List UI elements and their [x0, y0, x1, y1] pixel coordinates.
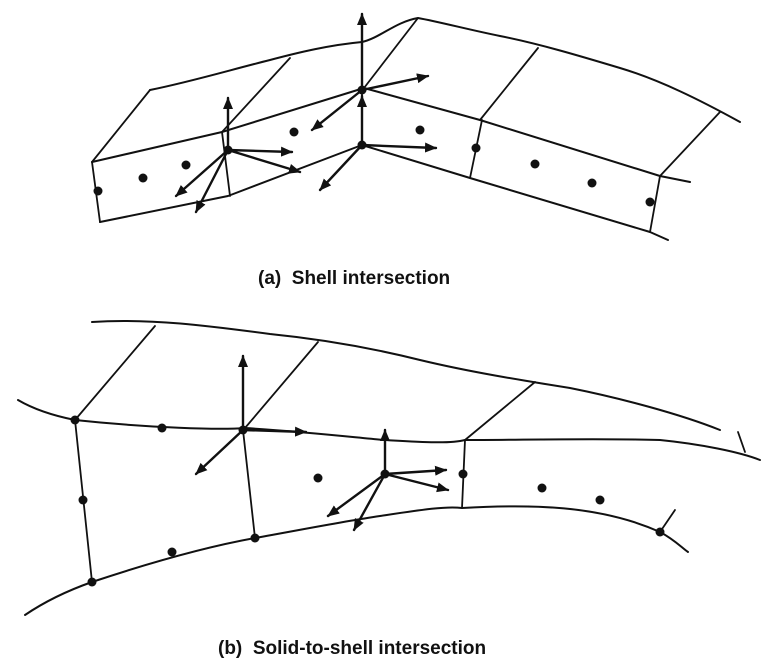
node-b10 — [458, 469, 468, 479]
grid-line-b3 — [464, 381, 536, 441]
grid-line-a2 — [221, 57, 291, 133]
grid-line-a5 — [659, 111, 721, 177]
direction-triad-b-solid — [194, 354, 308, 476]
bottom-edge-b — [24, 505, 689, 616]
grid-line-b4 — [737, 431, 746, 453]
grid-line-b1 — [74, 325, 156, 421]
node-b13 — [655, 527, 665, 537]
near-top-edge-a — [91, 87, 691, 183]
node-a10 — [530, 159, 540, 169]
caption-a: (a) Shell intersection — [258, 268, 450, 289]
direction-triad-b-shell — [326, 428, 450, 532]
node-b2 — [157, 423, 167, 433]
node-a12 — [645, 197, 655, 207]
node-a1 — [93, 186, 103, 196]
grid-line-a3 — [363, 17, 419, 89]
direction-triad-a-bottom — [318, 94, 438, 192]
near-top-edge-b — [17, 399, 761, 461]
node-a11 — [587, 178, 597, 188]
node-a8 — [415, 125, 425, 135]
far-edge-a — [149, 17, 741, 123]
thickness-edge-a5 — [649, 175, 661, 233]
far-edge-b — [91, 319, 721, 431]
node-b4 — [78, 495, 88, 505]
node-b5 — [87, 577, 97, 587]
solid-edge-b2 — [242, 429, 256, 539]
node-b6 — [167, 547, 177, 557]
node-a2 — [138, 173, 148, 183]
direction-triad-a-top — [310, 12, 430, 132]
caption-b: (b) Solid-to-shell intersection — [218, 638, 486, 659]
node-a5 — [289, 127, 299, 137]
grid-line-a1 — [91, 89, 151, 163]
grid-line-b2 — [244, 341, 319, 429]
panel-b-solid-to-shell — [17, 319, 761, 616]
node-b8 — [313, 473, 323, 483]
panel-a-shell-intersection — [91, 12, 741, 241]
direction-triad-a-left — [174, 96, 302, 214]
node-a9 — [471, 143, 481, 153]
thickness-edge-a2 — [221, 131, 231, 197]
node-a3 — [181, 160, 191, 170]
node-b1 — [70, 415, 80, 425]
grid-line-a4 — [479, 47, 539, 121]
node-b7 — [250, 533, 260, 543]
node-b12 — [595, 495, 605, 505]
bottom-edge-a — [99, 144, 669, 241]
node-b11 — [537, 483, 547, 493]
